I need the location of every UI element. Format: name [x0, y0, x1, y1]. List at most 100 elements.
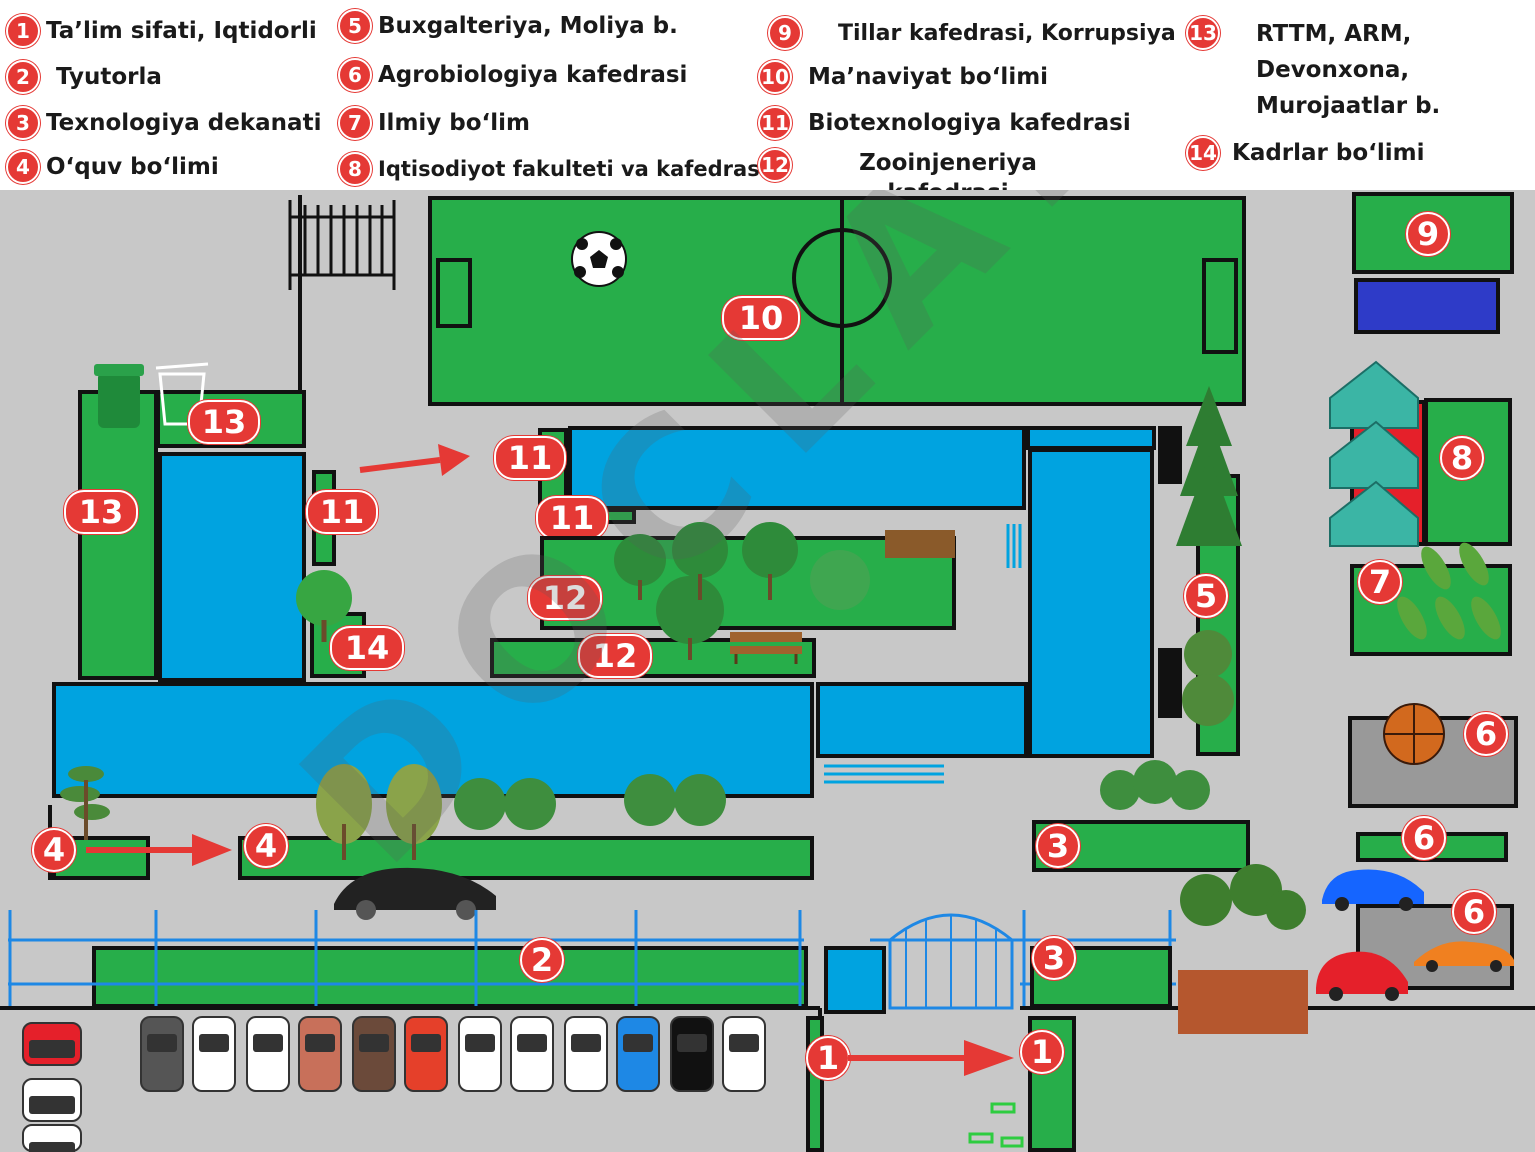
building-9-annex[interactable] — [1354, 278, 1500, 334]
marker-11[interactable]: 11 — [536, 496, 608, 540]
parked-car — [404, 1016, 448, 1092]
car-icon — [1322, 869, 1424, 911]
parked-car — [616, 1016, 660, 1092]
parked-car — [140, 1016, 184, 1092]
garden-12-strip[interactable] — [490, 638, 816, 678]
legend-badge: 7 — [338, 106, 372, 140]
parked-car — [22, 1078, 82, 1122]
marker-badge: 5 — [1184, 574, 1228, 618]
parked-car — [458, 1016, 502, 1092]
legend-label: Iqtisodiyot fakulteti va kafedrasi — [378, 157, 767, 181]
marker-badge: 7 — [1358, 560, 1402, 604]
legend-label: O‘quv bo‘limi — [46, 154, 219, 180]
building-13[interactable] — [78, 390, 158, 680]
marker-12[interactable]: 12 — [528, 576, 602, 620]
trees-icon — [614, 522, 955, 660]
building-4[interactable] — [238, 836, 814, 880]
marker-2[interactable]: 2 — [520, 938, 564, 982]
marker-13[interactable]: 13 — [188, 400, 260, 444]
marker-6[interactable]: 6 — [1452, 890, 1496, 934]
marker-badge: 6 — [1402, 816, 1446, 860]
parked-car — [22, 1124, 82, 1152]
building-blue-mid[interactable] — [816, 682, 1028, 758]
tree-icon — [296, 570, 352, 642]
building-blue-top[interactable] — [568, 426, 1026, 510]
car-icon — [1316, 951, 1408, 1001]
marker-6[interactable]: 6 — [1464, 712, 1508, 756]
legend-badge: 3 — [6, 106, 40, 140]
legend-label: RTTM, ARM, Devonxona, Murojaatlar b. — [1256, 21, 1441, 119]
trees-icon — [316, 764, 442, 860]
marker-1[interactable]: 1 — [806, 1036, 850, 1080]
marker-10[interactable]: 10 — [722, 296, 800, 340]
arrow-icon — [848, 1040, 1014, 1076]
building-blue-left[interactable] — [158, 452, 306, 682]
parked-car — [722, 1016, 766, 1092]
marker-3[interactable]: 3 — [1032, 936, 1076, 980]
legend-label: Buxgalteriya, Moliya b. — [378, 13, 678, 39]
marker-badge: 11 — [536, 496, 608, 540]
marker-11[interactable]: 11 — [494, 436, 566, 480]
marker-6[interactable]: 6 — [1402, 816, 1446, 860]
marker-badge: 10 — [722, 296, 800, 340]
guard-house[interactable] — [824, 946, 886, 1014]
legend-label: Ilmiy bo‘lim — [378, 110, 531, 136]
building-8[interactable] — [1424, 398, 1512, 546]
marker-4[interactable]: 4 — [32, 828, 76, 872]
legend-badge: 12 — [758, 148, 792, 182]
planter-trees-icon — [1178, 864, 1308, 1034]
basketball-icon — [1383, 703, 1445, 765]
building-blue-strip[interactable] — [1026, 426, 1156, 450]
marker-8[interactable]: 8 — [1440, 436, 1484, 480]
parked-car — [22, 1022, 82, 1066]
marker-3[interactable]: 3 — [1036, 824, 1080, 868]
building-9[interactable] — [1352, 192, 1514, 274]
marker-badge: 14 — [330, 626, 404, 670]
marker-11[interactable]: 11 — [306, 490, 378, 534]
marker-4[interactable]: 4 — [244, 824, 288, 868]
parked-car — [298, 1016, 342, 1092]
marker-badge: 1 — [806, 1036, 850, 1080]
soccer-ball-icon — [571, 231, 627, 287]
marker-12[interactable]: 12 — [578, 634, 652, 678]
building-blue-right[interactable] — [1028, 448, 1154, 758]
marker-5[interactable]: 5 — [1184, 574, 1228, 618]
marker-1[interactable]: 1 — [1020, 1030, 1064, 1074]
marker-badge: 4 — [32, 828, 76, 872]
marker-9[interactable]: 9 — [1406, 212, 1450, 256]
marker-7[interactable]: 7 — [1358, 560, 1402, 604]
marker-14[interactable]: 14 — [330, 626, 404, 670]
marker-13[interactable]: 13 — [64, 490, 138, 534]
legend-label: Biotexnologiya kafedrasi — [808, 110, 1131, 136]
legend-label: Texnologiya dekanati — [46, 110, 322, 136]
car-icon — [334, 867, 496, 920]
main-gate-icon — [888, 913, 1014, 1010]
trees-icon — [1100, 760, 1210, 810]
path-tiles-icon — [968, 1102, 1024, 1148]
marker-badge: 13 — [188, 400, 260, 444]
bench-icon — [730, 632, 802, 664]
legend-badge: 4 — [6, 150, 40, 184]
trash-bin-icon — [94, 364, 144, 428]
bonsai-tree-icon — [60, 766, 110, 840]
marker-badge: 9 — [1406, 212, 1450, 256]
arrow-icon — [86, 834, 232, 866]
marker-badge: 11 — [494, 436, 566, 480]
marker-badge: 2 — [520, 938, 564, 982]
strip-2[interactable] — [92, 946, 808, 1008]
marker-badge: 8 — [1440, 436, 1484, 480]
parked-car — [352, 1016, 396, 1092]
arrow-icon — [359, 444, 470, 476]
marker-badge: 11 — [306, 490, 378, 534]
legend-badge: 5 — [338, 9, 372, 43]
